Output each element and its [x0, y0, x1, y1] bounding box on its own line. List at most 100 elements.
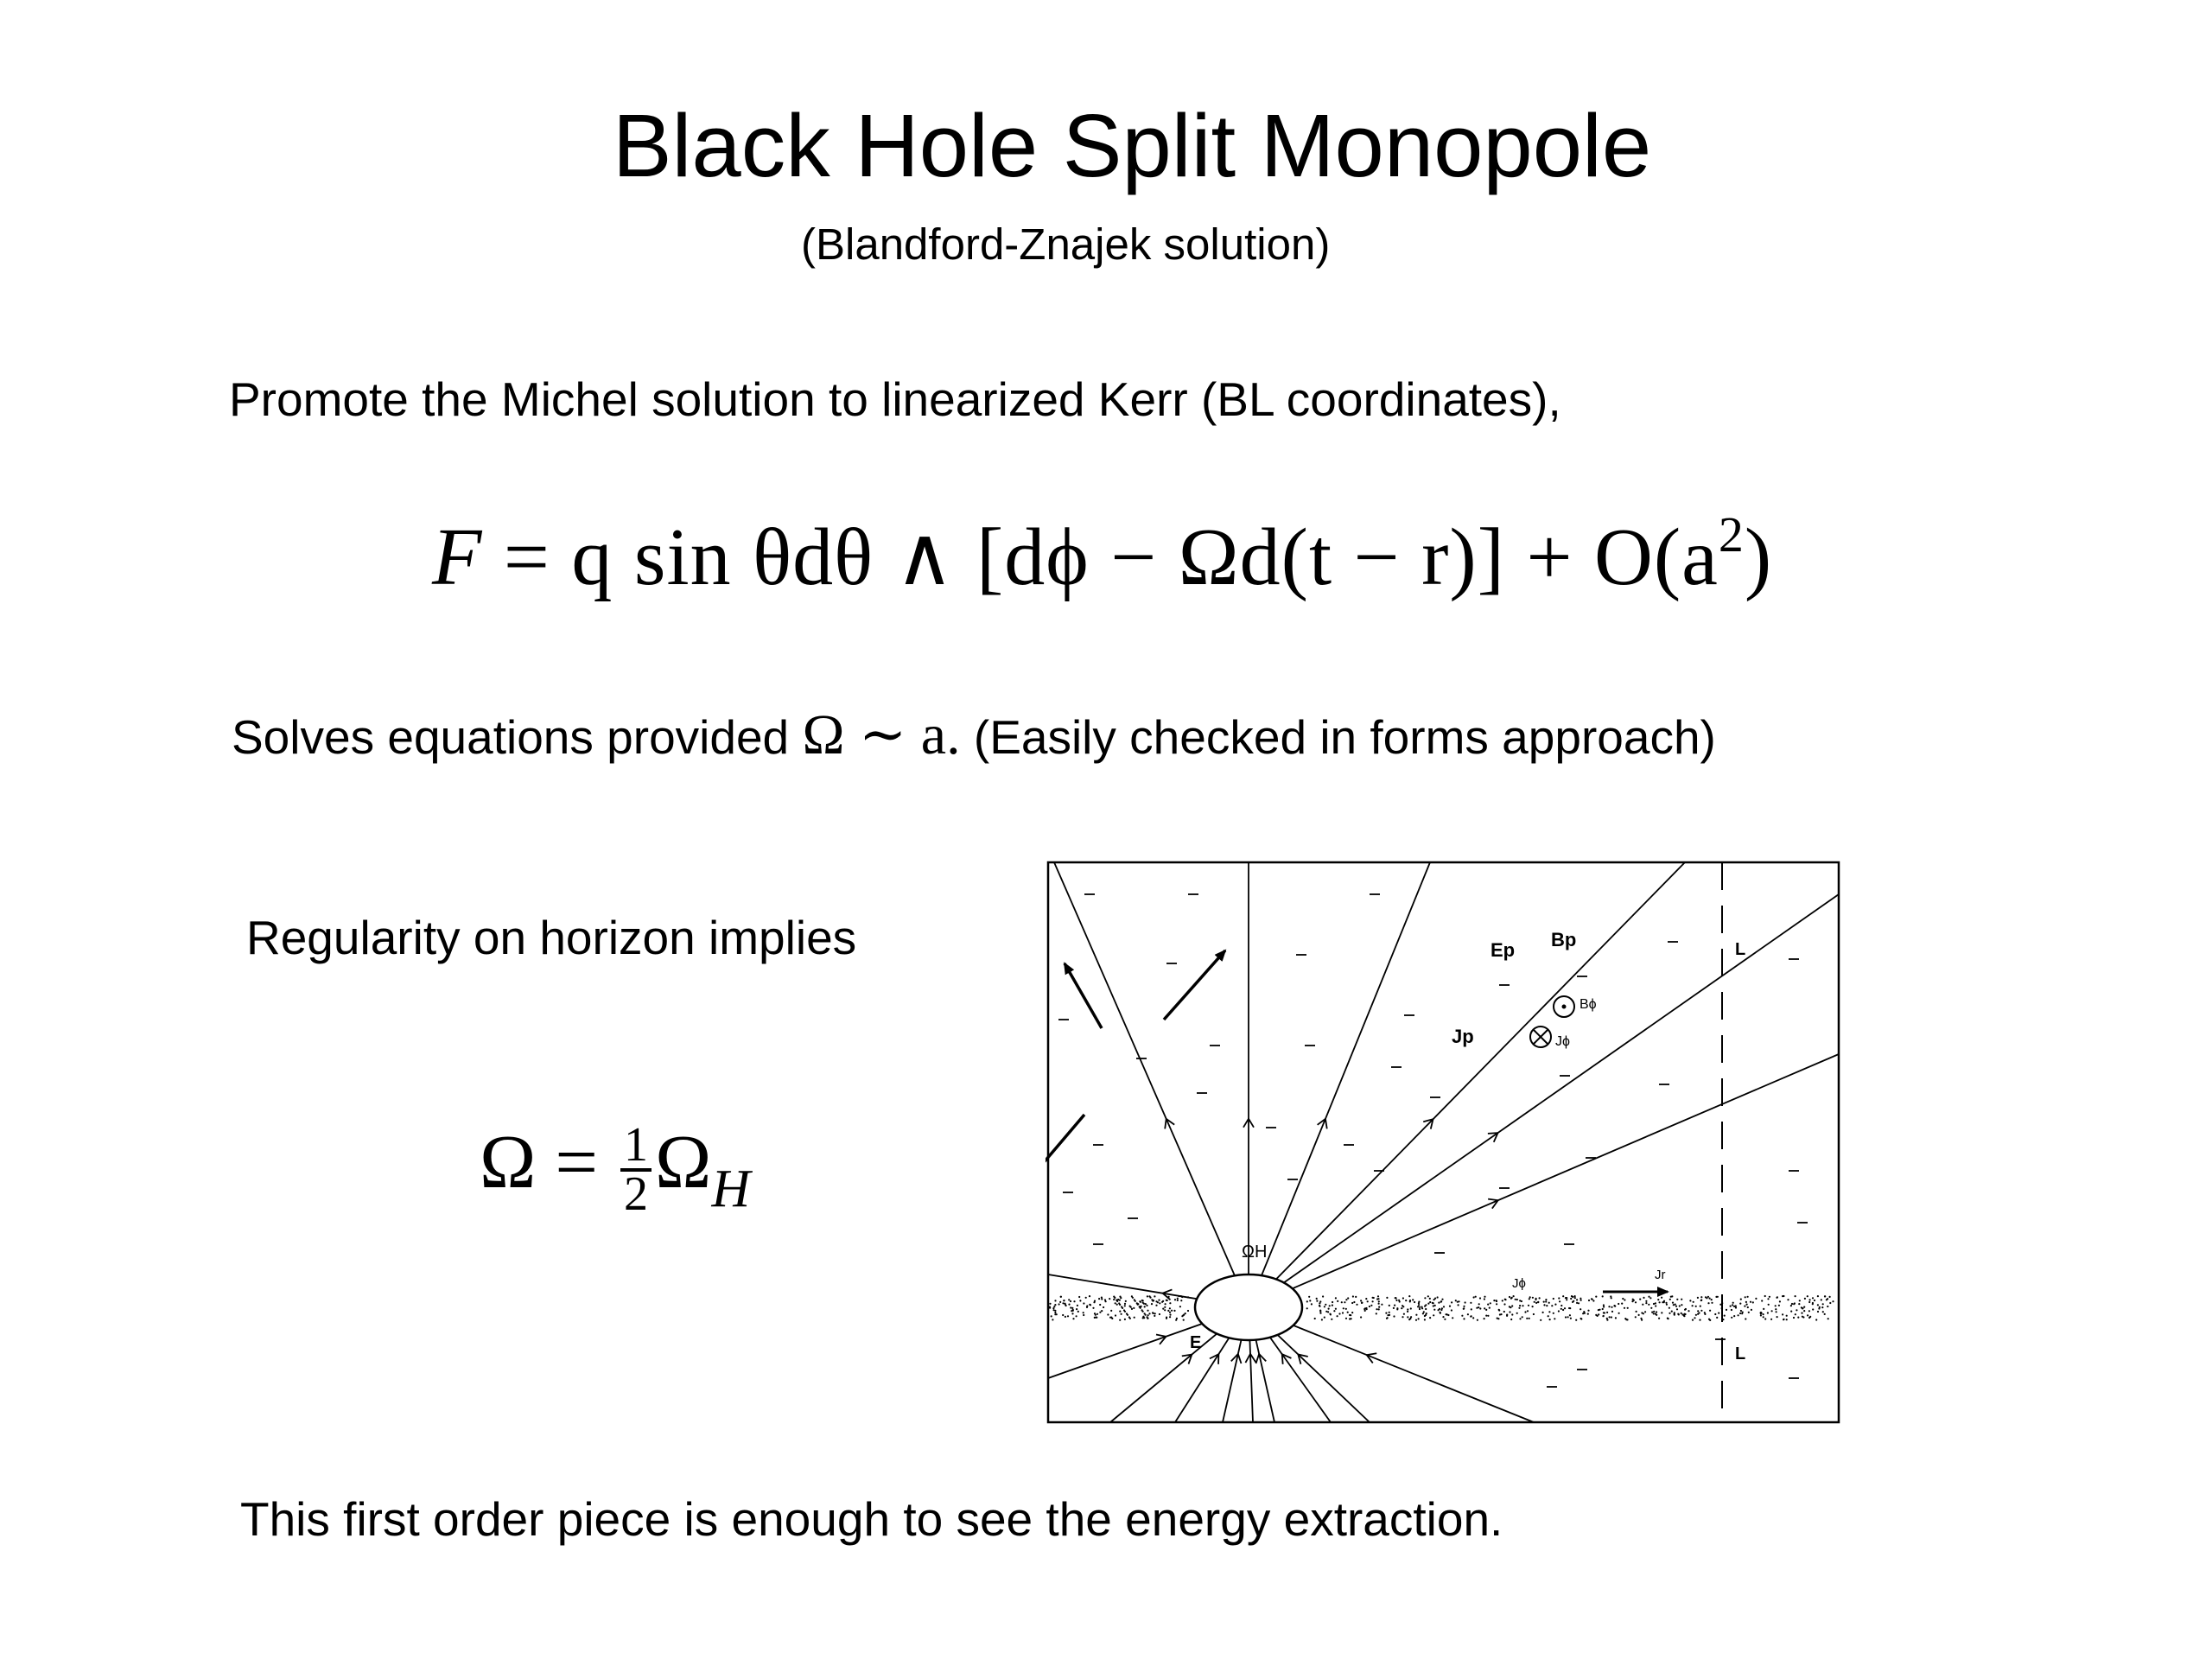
text-line-regularity: Regularity on horizon implies [246, 911, 857, 964]
disk-dot [1470, 1308, 1472, 1311]
disk-dot [1099, 1311, 1102, 1313]
Bphi-dot [1561, 1004, 1567, 1009]
disk-dot [1442, 1306, 1446, 1308]
disk-dot [1484, 1307, 1486, 1310]
disk-dot [1564, 1316, 1567, 1319]
disk-dot [1182, 1319, 1185, 1321]
disk-dot [1370, 1304, 1373, 1306]
equation-omega: Ω = 1 2 ΩH [480, 1119, 750, 1218]
disk-dot [1421, 1307, 1424, 1310]
disk-dot [1338, 1313, 1341, 1315]
disk-dot [1807, 1314, 1809, 1317]
disk-dot [1054, 1300, 1057, 1302]
disk-dot [1405, 1300, 1408, 1302]
disk-dot [1094, 1313, 1096, 1316]
disk-dot [1576, 1299, 1579, 1301]
disk-dot [1114, 1296, 1116, 1299]
disk-dot [1613, 1305, 1616, 1307]
disk-dot [1716, 1316, 1719, 1319]
disk-dot [1464, 1301, 1466, 1304]
disk-dot [1567, 1316, 1569, 1319]
disk-dot [1497, 1308, 1500, 1311]
disk-dot [1803, 1306, 1806, 1308]
disk-dot [1551, 1305, 1554, 1307]
disk-dot [1104, 1300, 1107, 1303]
disk-dot [1466, 1313, 1469, 1316]
field-line [1248, 893, 1840, 1308]
disk-dot [1611, 1306, 1613, 1308]
disk-dot [1079, 1300, 1082, 1302]
disk-dot [1119, 1310, 1122, 1313]
disk-dot [1725, 1308, 1728, 1311]
disk-dot [1506, 1314, 1509, 1317]
disk-dot [1366, 1300, 1369, 1303]
disk-dot [1310, 1303, 1313, 1306]
disk-dot [1408, 1295, 1411, 1298]
disk-dot [1485, 1308, 1488, 1311]
disk-dot [1483, 1318, 1485, 1320]
disk-dot [1741, 1311, 1744, 1313]
disk-dot [1610, 1297, 1612, 1300]
disk-dot [1418, 1304, 1421, 1306]
disk-dot [1608, 1316, 1611, 1319]
disk-dot [1642, 1303, 1644, 1306]
disk-dot [1425, 1313, 1427, 1315]
disk-dot [1531, 1306, 1534, 1308]
disk-dot [1648, 1295, 1650, 1298]
disk-dot [1116, 1303, 1118, 1306]
disk-dot [1811, 1303, 1814, 1306]
disk-dot [1152, 1300, 1154, 1302]
disk-dot [1344, 1301, 1346, 1304]
disk-dot [1360, 1316, 1363, 1319]
disk-dot [1470, 1301, 1472, 1304]
disk-dot [1319, 1302, 1321, 1305]
disk-dot [1488, 1306, 1491, 1309]
disk-dot [1340, 1301, 1343, 1304]
disk-dot [1456, 1300, 1459, 1303]
disk-dot [1484, 1295, 1486, 1298]
omega-lhs: Ω = [480, 1121, 599, 1205]
disk-dot [1152, 1312, 1154, 1314]
disk-dot [1319, 1309, 1322, 1312]
disk-dot [1816, 1310, 1820, 1313]
disk-dot [1454, 1300, 1457, 1302]
disk-dot [1168, 1311, 1172, 1313]
disk-dot [1785, 1319, 1788, 1321]
field-line [1248, 861, 1686, 1308]
disk-dot [1669, 1312, 1671, 1314]
disk-dot [1595, 1313, 1598, 1316]
disk-dot [1146, 1304, 1148, 1306]
disk-dot [1461, 1314, 1464, 1317]
disk-dot [1519, 1300, 1522, 1302]
label-OmegaH: ΩH [1242, 1243, 1267, 1262]
disk-dot [1167, 1309, 1170, 1312]
disk-dot [1141, 1317, 1144, 1319]
disk-dot [1402, 1305, 1404, 1307]
disk-dot [1414, 1319, 1418, 1321]
disk-dot [1398, 1299, 1401, 1301]
disk-dot [1775, 1308, 1777, 1311]
disk-dot [1386, 1296, 1389, 1299]
disk-dot [1508, 1295, 1511, 1299]
disk-dot [1529, 1296, 1531, 1299]
disk-dot [1535, 1301, 1538, 1304]
disk-dot [1353, 1300, 1356, 1304]
disk-dot [1446, 1313, 1448, 1316]
disk-dot [1496, 1317, 1498, 1319]
disk-dot [1129, 1306, 1132, 1308]
disk-dot [1077, 1310, 1079, 1313]
disk-dot [1075, 1315, 1077, 1318]
black-hole-horizon [1193, 1273, 1304, 1342]
disk-dot [1732, 1301, 1734, 1304]
disk-dot [1179, 1306, 1181, 1308]
disk-dot [1363, 1309, 1366, 1312]
disk-dot [1407, 1308, 1409, 1311]
field-arrow [1487, 1132, 1499, 1143]
disk-dot [1110, 1309, 1113, 1312]
field-arrow [1488, 1198, 1500, 1210]
disk-dot [1493, 1300, 1496, 1302]
disk-dot [1427, 1295, 1429, 1298]
disk-dot [1180, 1300, 1183, 1302]
disk-dot [1327, 1311, 1330, 1313]
disk-dot [1828, 1295, 1831, 1298]
